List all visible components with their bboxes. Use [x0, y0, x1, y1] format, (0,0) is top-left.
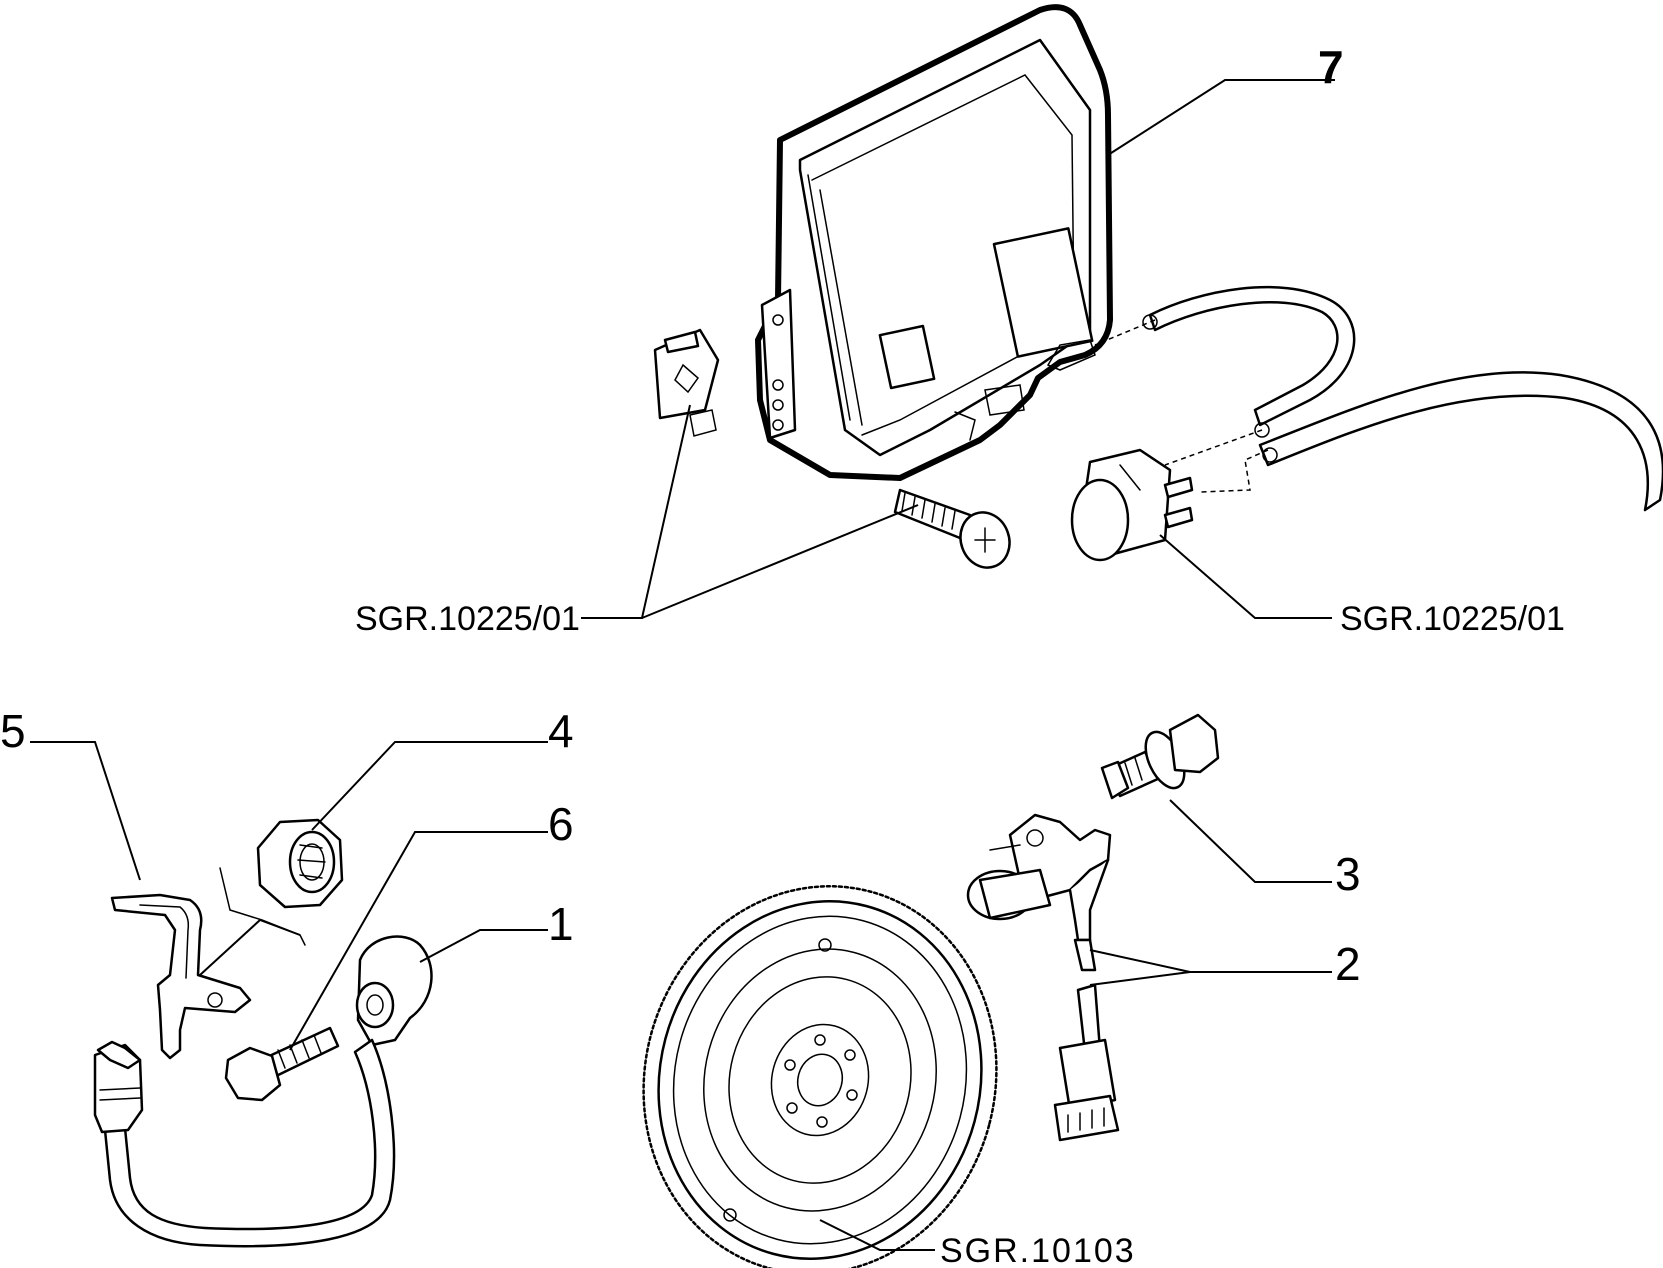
callout-6: 6 [548, 798, 574, 850]
ref-ecu-left: SGR.10225/01 [355, 600, 580, 638]
control-unit-label-plate [992, 227, 1094, 358]
leader-lines [30, 79, 1335, 1251]
rpm-sensor-icon [966, 813, 1120, 1142]
flanged-bolt-icon [1100, 713, 1220, 800]
callout-3: 3 [1335, 848, 1361, 900]
wiring-harness-icon [1094, 285, 1663, 512]
hex-nut-icon [256, 818, 344, 909]
ref-flywheel: SGR.10103 [940, 1232, 1136, 1268]
callout-4: 4 [548, 705, 574, 757]
ecu-screw-icon [893, 488, 1011, 569]
connector-clip-icon [653, 328, 720, 437]
control-unit-small-plate [878, 324, 936, 390]
knock-sensor-icon [93, 935, 433, 1248]
callout-5: 5 [0, 705, 26, 757]
ref-ecu-right: SGR.10225/01 [1340, 600, 1565, 638]
hex-bolt-icon [224, 1026, 340, 1102]
callout-1: 1 [548, 898, 574, 950]
callout-7: 7 [1318, 41, 1344, 93]
actuator-icon [1070, 448, 1194, 562]
flywheel-icon [642, 885, 998, 1268]
callout-2: 2 [1335, 938, 1361, 990]
control-unit-icon [755, 4, 1113, 481]
